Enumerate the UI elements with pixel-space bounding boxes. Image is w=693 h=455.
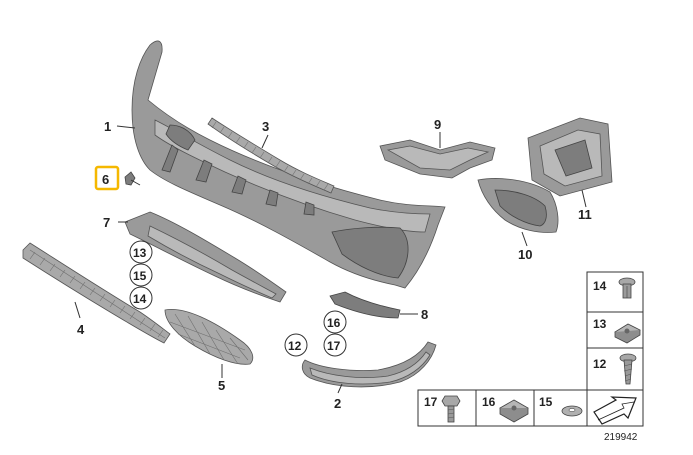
svg-text:13: 13 [593,317,607,331]
circled-callouts-13-15-14: 13 15 14 [129,240,153,310]
circled-callout-12: 12 [284,333,308,357]
leader-lines [74,125,587,394]
svg-text:15: 15 [539,395,553,409]
legend-item-16[interactable]: 16 [482,395,529,423]
callout-4: 4 [77,322,85,337]
callout-1: 1 [104,119,111,134]
legend-item-15[interactable]: 15 [539,395,583,417]
spring-nut-icon [499,399,529,423]
svg-text:14: 14 [593,279,607,293]
clip-nut-icon [614,323,641,344]
part-6-small-clip[interactable] [124,171,141,186]
svg-text:16: 16 [482,395,496,409]
circled-12: 12 [288,339,302,353]
part-10-air-guide-left[interactable] [477,178,559,233]
legend-right-column: 14 13 12 [586,271,644,391]
part-1-bumper-cover[interactable] [131,40,446,289]
legend-item-14[interactable]: 14 [593,277,636,299]
part-4-lower-center-grille[interactable] [22,242,171,344]
legend-item-13[interactable]: 13 [593,317,641,344]
callout-7: 7 [103,215,110,230]
direction-arrow-icon [593,396,637,425]
part-5-side-grille[interactable] [164,308,254,365]
circled-15: 15 [133,269,147,283]
screw-flange-icon [619,353,637,385]
callout-2: 2 [334,396,341,411]
svg-text:17: 17 [424,395,438,409]
expanding-rivet-icon [618,277,636,299]
legend-item-12[interactable]: 12 [593,353,637,385]
part-2-lower-spoiler-lip[interactable] [301,341,437,388]
callout-10: 10 [518,247,532,262]
part-9-air-duct[interactable] [379,139,496,179]
washer-icon [561,405,583,417]
hex-bolt-icon [441,395,461,423]
callout-8: 8 [421,307,428,322]
circled-14: 14 [133,292,147,306]
callout-5: 5 [218,378,225,393]
circled-16: 16 [327,316,341,330]
part-7-under-panel[interactable] [124,211,287,303]
drawing-number: 219942 [604,432,638,443]
callout-3: 3 [262,119,269,134]
part-8-side-trim-strip[interactable] [329,291,401,319]
callout-labels: 1 3 9 7 4 5 2 8 10 11 [77,117,592,411]
legend-bottom-row: 17 16 15 [417,389,644,427]
callout-11: 11 [578,207,592,222]
circled-17: 17 [327,339,341,353]
part-11-air-guide-right[interactable] [527,117,613,197]
circled-callouts-16-17: 16 17 [323,310,347,357]
circled-13: 13 [133,246,147,260]
callout-6-highlighted[interactable]: 6 [94,165,120,191]
svg-text:12: 12 [593,357,607,371]
callout-9: 9 [434,117,441,132]
callout-6: 6 [102,172,109,187]
legend-item-17[interactable]: 17 [424,395,461,423]
legend-arrow-cell [593,396,637,425]
part-3-upper-grille-strip[interactable] [207,117,335,194]
